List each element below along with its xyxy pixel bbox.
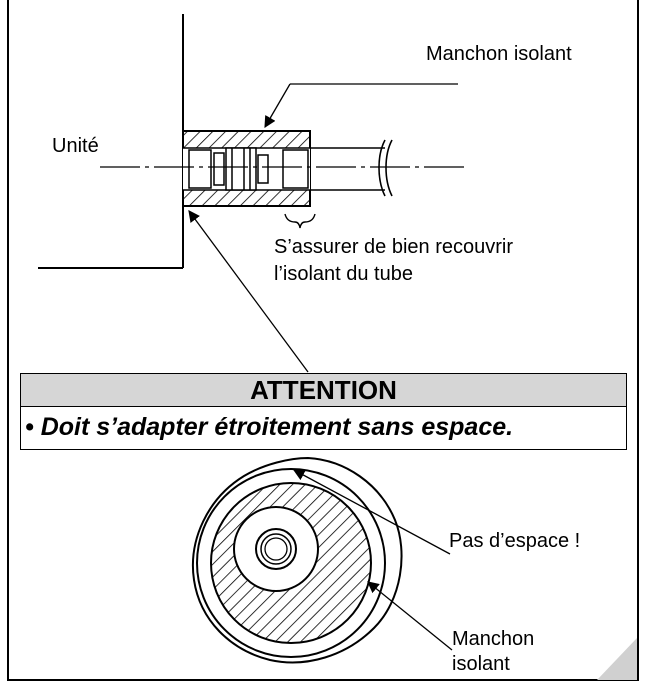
ensure-label-line2: l’isolant du tube (274, 263, 413, 285)
sleeve-leader-bottom (367, 581, 453, 651)
attention-title: ATTENTION (20, 373, 627, 407)
no-gap-label: Pas d’espace ! (449, 530, 581, 552)
sleeve-cross-section (192, 456, 403, 664)
sleeve-label-bottom-line1: Manchon (452, 628, 535, 650)
no-gap-leader (292, 469, 451, 555)
pipe-insulation (310, 139, 393, 197)
overlap-brace (284, 213, 316, 229)
sleeve-label-top: Manchon isolant (426, 43, 572, 65)
flare-nut (188, 147, 309, 191)
diagram-frame (7, 0, 639, 681)
attention-text: • Doit s’adapter étroitement sans espace… (20, 407, 627, 450)
sleeve-label-bottom-line2: isolant (452, 653, 510, 675)
unit-label: Unité (52, 135, 99, 157)
ensure-label-line1: S’assurer de bien recouvrir (274, 236, 513, 258)
sleeve-leader-top (264, 83, 458, 129)
gap-leader (188, 210, 309, 373)
page-corner-fold (597, 638, 637, 680)
